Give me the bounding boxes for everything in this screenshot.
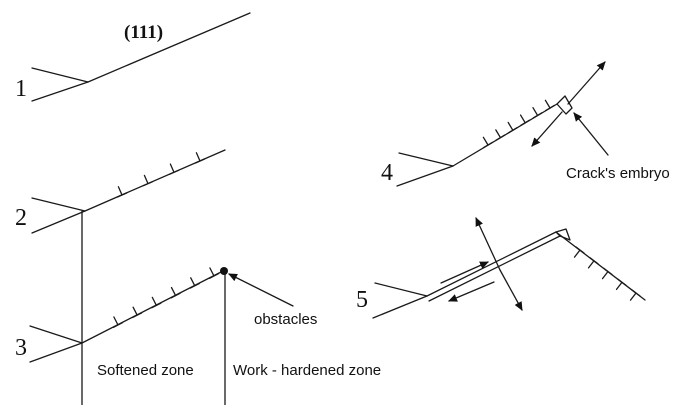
stage-number-4: 4 [381,160,393,186]
crack-opening-arrow-down [531,111,563,147]
obstacle-dot [220,267,228,275]
grain-boundary-upper [31,67,89,83]
dislocation-symbol [519,114,531,127]
dislocation-symbol [116,186,128,198]
crack-tip-wedge [555,228,571,241]
stage-number-5: 5 [356,287,368,313]
normal-arrow-down [499,269,523,311]
grain-boundary-lower [29,342,83,363]
dislocation-symbol [132,306,143,319]
stage-3: 3 obstacles Softened zone Work - hardene… [15,267,381,379]
grain-boundary-upper [374,282,428,297]
obstacles-pointer-arrow [228,273,294,307]
dislocation-row [573,246,641,301]
dislocation-symbol [112,316,124,328]
dislocation-symbol [151,296,162,309]
dislocation-row [112,267,220,328]
dislocation-symbol [615,278,627,291]
crack-embryo-wedge [556,95,573,115]
stage-number-2: 2 [15,205,27,231]
dislocation-symbol [208,267,220,279]
slip-line [87,12,251,83]
slip-band-upper [426,231,557,297]
dislocation-symbol [194,152,206,164]
softened-zone-label: Softened zone [97,362,194,379]
dislocation-symbol [168,163,180,175]
dislocation-symbol [507,121,518,134]
stage-5: 5 [356,217,646,319]
plane-label: (111) [124,22,163,43]
crack-branch [555,231,646,301]
dislocation-symbol [544,99,555,112]
grain-boundary-upper [31,197,86,212]
stage-1: 1 (111) [15,12,251,102]
shear-arrow-lower [448,281,495,302]
dislocation-row [482,99,555,149]
hardened-zone-label: Work - hardened zone [233,362,381,379]
normal-arrow-up [475,217,501,271]
slip-band-lower [428,235,561,302]
stage-number-1: 1 [15,76,27,102]
grain-boundary-lower [372,295,428,319]
crack-embryo-label: Crack's embryo [566,165,670,182]
stage-number-3: 3 [15,335,27,361]
grain-boundary-lower [31,210,86,234]
dislocation-symbol [573,246,585,258]
dislocation-symbol [629,289,641,301]
grain-boundary-lower [31,81,89,102]
dislocation-symbol [601,267,613,280]
obstacles-label: obstacles [254,311,317,328]
dislocation-symbol [170,286,181,299]
crack-opening-arrow-up [567,61,606,105]
dislocation-symbol [189,277,200,289]
dislocation-row [116,152,206,198]
grain-boundary-lower [396,165,454,187]
stage-2: 2 [15,149,226,234]
dislocation-symbol [482,136,493,149]
stage-4: 4 Crack's embryo [381,61,670,187]
shear-arrow-upper [440,261,489,284]
crack-embryo-pointer-arrow [573,112,609,156]
grain-boundary-upper [398,152,454,167]
dislocation-symbol [142,174,154,187]
dislocation-symbol [495,129,506,141]
dislocation-symbol [532,107,543,119]
dislocation-symbol [587,257,599,269]
grain-boundary-upper [29,325,83,344]
